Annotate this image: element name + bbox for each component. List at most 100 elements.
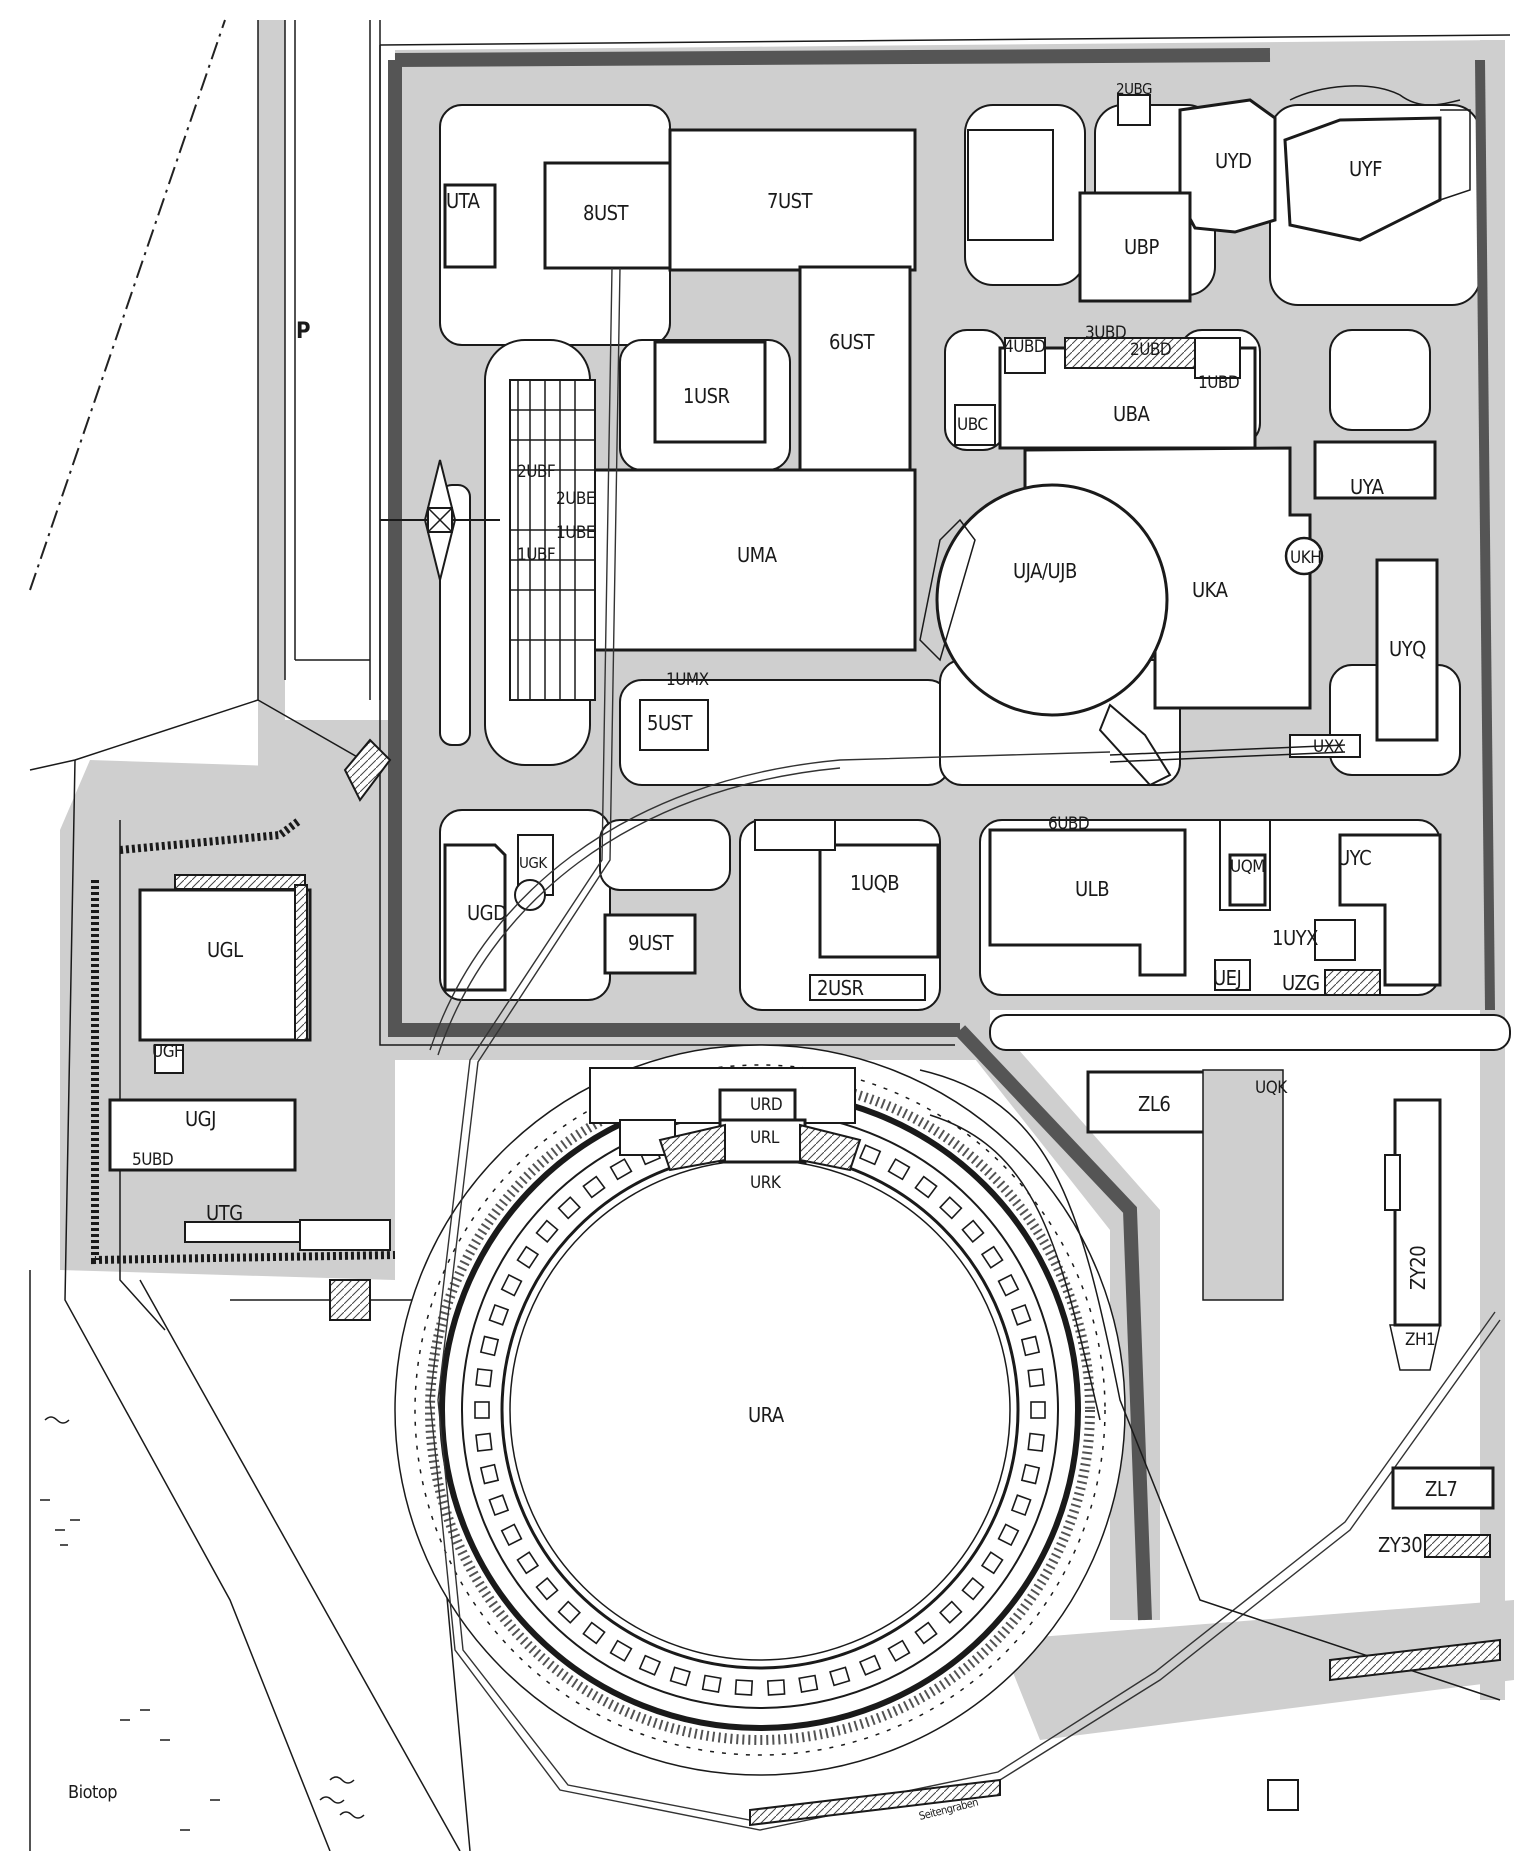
ring-cell xyxy=(638,1654,662,1676)
ring-cell xyxy=(474,1401,490,1419)
building-1umx: 1UMX xyxy=(666,670,709,690)
ring-cell xyxy=(488,1303,510,1326)
biotop-label: Biotop xyxy=(68,1782,117,1803)
ring-cell xyxy=(1030,1401,1046,1419)
ring-cell xyxy=(516,1551,540,1575)
building-zl7: ZL7 xyxy=(1425,1477,1457,1501)
building-uta: UTA xyxy=(446,189,481,213)
building-2ubg: 2UBG xyxy=(1116,80,1152,98)
ring-cell xyxy=(829,1666,851,1687)
ring-cell xyxy=(1020,1463,1041,1485)
building-1usr: 1USR xyxy=(683,384,730,408)
building-uyf: UYF xyxy=(1349,157,1382,181)
ring-cell xyxy=(997,1273,1020,1297)
building-ubp: UBP xyxy=(1124,235,1160,259)
building-urk: URK xyxy=(750,1173,782,1193)
parking-label: P xyxy=(296,319,310,344)
ring-cell xyxy=(1010,1494,1032,1517)
ring-cell xyxy=(939,1600,963,1624)
buildings-middle xyxy=(443,819,1442,1001)
building-2ubd: 2UBD xyxy=(1130,340,1171,360)
building-uej: UEJ xyxy=(1213,966,1241,990)
building-uyq: UYQ xyxy=(1389,637,1426,661)
building-ubc: UBC xyxy=(957,415,988,435)
building-uja-ujb: UJA/UJB xyxy=(1013,559,1077,583)
building-7ust: 7UST xyxy=(767,189,814,213)
building-url: URL xyxy=(750,1128,780,1148)
building-uzg: UZG xyxy=(1282,971,1320,995)
ring-cell xyxy=(1020,1335,1041,1357)
map-labels: P Biotop Seitengraben UTA 8UST 7UST 6UST… xyxy=(68,80,1458,1823)
building-ugk: UGK xyxy=(519,854,548,872)
building-uqk: UQK xyxy=(1255,1078,1288,1098)
building-zl6: ZL6 xyxy=(1138,1092,1170,1116)
building-uxx: UXX xyxy=(1313,737,1344,757)
building-uba: UBA xyxy=(1113,402,1151,426)
ring-cell xyxy=(582,1621,606,1645)
building-1ube: 1UBE xyxy=(556,523,595,543)
ring-cell xyxy=(535,1219,559,1244)
ring-cell xyxy=(475,1432,493,1452)
ring-cell xyxy=(961,1219,985,1244)
ring-cell xyxy=(557,1196,581,1220)
ring-cell xyxy=(582,1175,606,1199)
building-zh1: ZH1 xyxy=(1405,1330,1435,1350)
ring-cell xyxy=(1027,1432,1045,1452)
buildings-east xyxy=(749,1069,1501,1827)
ring-cell xyxy=(858,1144,882,1166)
building-ugd: UGD xyxy=(467,901,506,925)
building-urd: URD xyxy=(750,1095,782,1115)
ring-cell xyxy=(914,1621,938,1645)
ring-cell xyxy=(1010,1303,1032,1326)
building-5ubd: 5UBD xyxy=(132,1150,173,1170)
building-utg: UTG xyxy=(206,1201,243,1225)
building-ulb: ULB xyxy=(1075,877,1109,901)
ring-cell xyxy=(500,1523,523,1547)
ring-cell xyxy=(488,1494,510,1517)
rail-lines xyxy=(429,267,1501,1831)
building-zy30: ZY30 xyxy=(1378,1533,1422,1557)
perimeter-walls xyxy=(379,34,1511,1621)
ring-cell xyxy=(500,1273,523,1297)
building-1ubf: 1UBF xyxy=(517,545,555,565)
building-uma: UMA xyxy=(737,543,778,567)
reactor-ring xyxy=(394,1044,1126,1776)
ring-cell xyxy=(939,1196,963,1220)
biotop-marks xyxy=(40,1416,365,1831)
ring-cell xyxy=(475,1368,493,1388)
ring-cell xyxy=(701,1674,722,1693)
ring-cell xyxy=(535,1576,559,1601)
ring-cell xyxy=(887,1158,911,1181)
building-uyd: UYD xyxy=(1215,149,1252,173)
building-8ust: 8UST xyxy=(583,201,630,225)
ring-cell xyxy=(557,1600,581,1624)
ring-cell xyxy=(980,1551,1004,1575)
building-1uqb: 1UQB xyxy=(850,871,899,895)
west-area xyxy=(29,19,471,1851)
building-1uyx: 1UYX xyxy=(1272,926,1318,950)
ring-cell xyxy=(479,1335,500,1357)
building-ukh: UKH xyxy=(1290,548,1321,568)
building-2ube: 2UBE xyxy=(556,489,595,509)
ring-cell xyxy=(609,1639,633,1662)
ring-cell xyxy=(914,1175,938,1199)
building-ugh: UGH xyxy=(152,1042,185,1062)
building-1ubd: 1UBD xyxy=(1198,373,1239,393)
buildings-north xyxy=(380,85,1471,787)
building-ugl: UGL xyxy=(207,938,243,962)
building-uka: UKA xyxy=(1192,578,1229,602)
ring-cell xyxy=(669,1666,691,1687)
ring-cell xyxy=(997,1523,1020,1547)
building-5ust: 5UST xyxy=(647,711,694,735)
building-2usr: 2USR xyxy=(817,976,864,1000)
building-ugj: UGJ xyxy=(185,1107,216,1131)
ring-cell xyxy=(980,1245,1004,1269)
ring-cell xyxy=(1027,1368,1045,1388)
ring-cell xyxy=(609,1158,633,1181)
building-uya: UYA xyxy=(1350,475,1385,499)
ring-cell xyxy=(516,1245,540,1269)
building-4ubd: 4UBD xyxy=(1004,337,1045,357)
building-2ubf: 2UBF xyxy=(517,462,555,482)
ring-cell xyxy=(858,1654,882,1676)
